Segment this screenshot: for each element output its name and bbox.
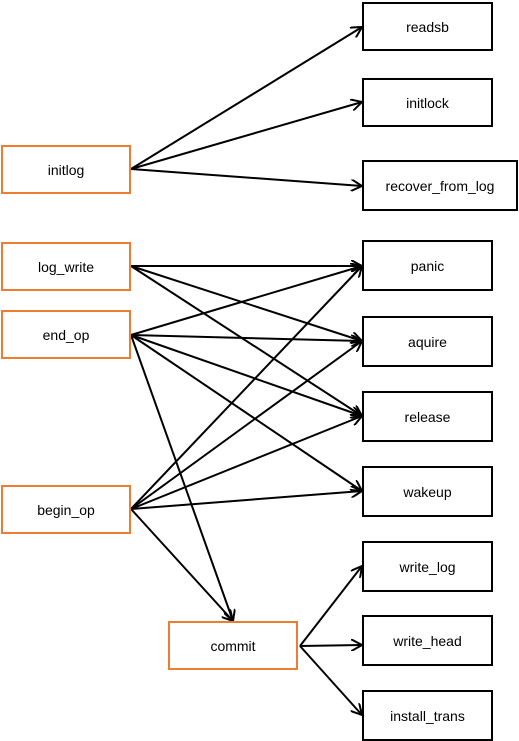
node-readsb: readsb bbox=[362, 2, 493, 51]
node-write-log-label: write_log bbox=[399, 558, 456, 575]
node-install-trans-label: install_trans bbox=[390, 707, 465, 724]
node-aquire: aquire bbox=[362, 316, 493, 367]
node-aquire-label: aquire bbox=[408, 333, 447, 350]
node-log-write: log_write bbox=[1, 242, 131, 291]
node-initlog: initlog bbox=[1, 145, 131, 194]
edge-log-write-to-release bbox=[130, 265, 362, 416]
edge-end-op-to-panic bbox=[130, 266, 362, 336]
edge-begin-op-to-aquire bbox=[130, 341, 362, 510]
node-wakeup: wakeup bbox=[362, 466, 493, 517]
node-begin-op-label: begin_op bbox=[37, 501, 95, 518]
node-wakeup-label: wakeup bbox=[403, 483, 452, 500]
edge-commit-to-write-head bbox=[299, 645, 362, 646]
edge-initlog-to-readsb bbox=[130, 27, 362, 170]
node-log-write-label: log_write bbox=[37, 258, 95, 275]
node-initlock: initlock bbox=[362, 78, 493, 127]
node-begin-op: begin_op bbox=[1, 485, 131, 534]
edge-begin-op-to-commit bbox=[130, 508, 233, 621]
node-end-op: end_op bbox=[1, 310, 131, 359]
node-end-op-label: end_op bbox=[42, 326, 90, 343]
node-readsb-label: readsb bbox=[406, 18, 449, 35]
node-release: release bbox=[362, 391, 493, 442]
edge-end-op-to-commit bbox=[130, 334, 233, 621]
node-recover-from-log-label: recover_from_log bbox=[385, 177, 495, 194]
edge-begin-op-to-wakeup bbox=[130, 491, 362, 510]
node-panic: panic bbox=[362, 240, 493, 291]
edge-begin-op-to-release bbox=[130, 416, 362, 510]
node-write-head-label: write_head bbox=[393, 632, 462, 649]
node-install-trans: install_trans bbox=[362, 690, 493, 741]
node-commit-label: commit bbox=[210, 637, 256, 654]
node-write-head: write_head bbox=[362, 615, 493, 666]
node-release-label: release bbox=[404, 408, 451, 425]
node-panic-label: panic bbox=[410, 257, 445, 274]
node-initlog-label: initlog bbox=[47, 161, 85, 178]
edge-commit-to-write-log bbox=[299, 566, 362, 647]
edge-end-op-to-wakeup bbox=[130, 334, 362, 491]
edge-commit-to-install-trans bbox=[299, 645, 362, 715]
node-write-log: write_log bbox=[362, 541, 493, 592]
edge-end-op-to-release bbox=[130, 334, 362, 416]
edge-initlog-to-initlock bbox=[130, 102, 362, 170]
edge-begin-op-to-panic bbox=[130, 266, 362, 510]
edge-end-op-to-aquire bbox=[130, 334, 362, 341]
node-recover-from-log: recover_from_log bbox=[362, 160, 518, 211]
edge-initlog-to-recover-from-log bbox=[130, 168, 362, 186]
edge-log-write-to-aquire bbox=[130, 265, 362, 341]
node-initlock-label: initlock bbox=[406, 94, 449, 111]
node-commit: commit bbox=[168, 621, 298, 670]
